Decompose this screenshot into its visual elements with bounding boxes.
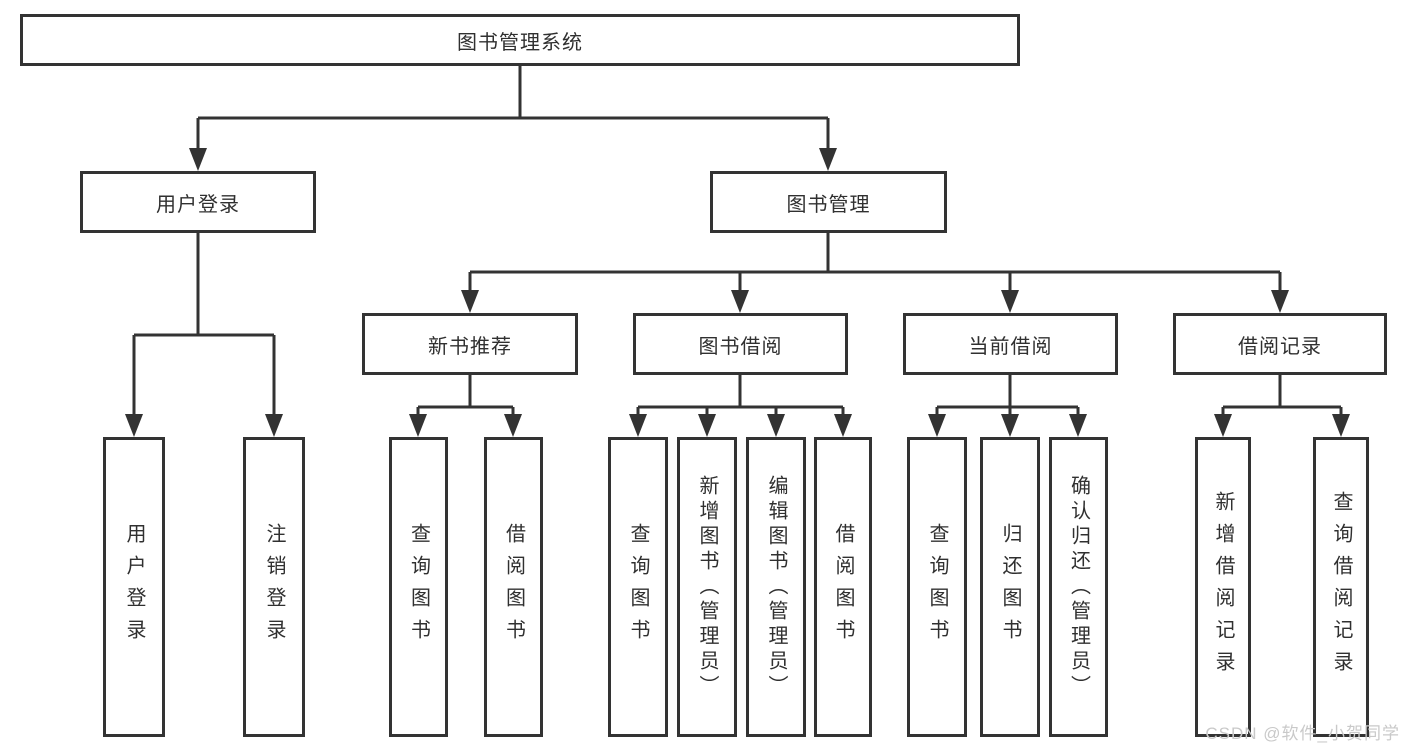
node-borrow-books-2: 借阅图书 xyxy=(814,437,872,737)
connector-user-login xyxy=(125,233,283,437)
watermark-text: CSDN @软件_小贺同学 xyxy=(1205,724,1400,743)
arrowhead-icon xyxy=(461,290,479,313)
connector-book-management xyxy=(461,233,1289,313)
arrowhead-icon xyxy=(629,414,647,437)
node-label: 查询图书 xyxy=(926,523,948,651)
node-label: 查询图书 xyxy=(627,523,649,651)
node-label: 当前借阅 xyxy=(968,335,1053,358)
arrowhead-icon xyxy=(819,148,837,171)
arrowhead-icon xyxy=(834,414,852,437)
arrowhead-icon xyxy=(265,414,283,437)
connector-root xyxy=(189,66,837,171)
node-label: 查询图书 xyxy=(407,523,430,651)
node-label: 借阅记录 xyxy=(1238,335,1322,358)
node-confirm-return-admin: 确认归还（管理员） xyxy=(1049,437,1108,737)
connector-new-book-recommend xyxy=(409,375,522,437)
node-label: 用户登录 xyxy=(123,523,145,651)
node-user-login: 用户登录 xyxy=(80,171,316,233)
node-query-books-2: 查询图书 xyxy=(608,437,668,737)
node-label: 查询借阅记录 xyxy=(1330,491,1352,683)
node-user-login-leaf: 用户登录 xyxy=(103,437,165,737)
node-borrow-books-1: 借阅图书 xyxy=(484,437,543,737)
node-label: 图书管理 xyxy=(786,193,871,216)
arrowhead-icon xyxy=(1332,414,1350,437)
connector-borrow-records xyxy=(1214,375,1350,437)
arrowhead-icon xyxy=(504,414,522,437)
node-new-book-recommend: 新书推荐 xyxy=(362,313,578,375)
node-edit-books-admin: 编辑图书（管理员） xyxy=(746,437,806,737)
connector-book-borrow xyxy=(629,375,852,437)
arrowhead-icon xyxy=(1214,414,1232,437)
arrowhead-icon xyxy=(1001,414,1019,437)
node-borrow-records: 借阅记录 xyxy=(1173,313,1387,375)
node-book-management: 图书管理 xyxy=(710,171,947,233)
node-root: 图书管理系统 xyxy=(20,14,1020,66)
node-label: 编辑图书（管理员） xyxy=(765,474,787,700)
arrowhead-icon xyxy=(409,414,427,437)
node-add-borrow-record: 新增借阅记录 xyxy=(1195,437,1251,737)
node-label: 归还图书 xyxy=(999,523,1021,651)
arrowhead-icon xyxy=(125,414,143,437)
arrowhead-icon xyxy=(928,414,946,437)
node-label: 确认归还（管理员） xyxy=(1067,474,1090,700)
node-query-books-3: 查询图书 xyxy=(907,437,967,737)
arrowhead-icon xyxy=(1069,414,1087,437)
node-label: 图书借阅 xyxy=(698,335,783,358)
node-add-books-admin: 新增图书（管理员） xyxy=(677,437,737,737)
node-book-borrow: 图书借阅 xyxy=(633,313,848,375)
node-label: 新增借阅记录 xyxy=(1212,491,1234,683)
node-label: 注销登录 xyxy=(263,523,285,651)
arrowhead-icon xyxy=(731,290,749,313)
node-label: 新增图书（管理员） xyxy=(696,474,718,700)
node-return-books: 归还图书 xyxy=(980,437,1040,737)
node-label: 用户登录 xyxy=(156,193,240,216)
arrowhead-icon xyxy=(698,414,716,437)
arrowhead-icon xyxy=(189,148,207,171)
node-label: 借阅图书 xyxy=(502,523,525,651)
node-label: 新书推荐 xyxy=(428,335,512,358)
node-current-borrow: 当前借阅 xyxy=(903,313,1118,375)
arrowhead-icon xyxy=(1271,290,1289,313)
arrowhead-icon xyxy=(767,414,785,437)
node-label: 图书管理系统 xyxy=(457,31,583,54)
node-query-borrow-record: 查询借阅记录 xyxy=(1313,437,1369,737)
arrowhead-icon xyxy=(1001,290,1019,313)
node-label: 借阅图书 xyxy=(832,523,854,651)
connector-current-borrow xyxy=(928,375,1087,437)
node-query-books-1: 查询图书 xyxy=(389,437,448,737)
node-logout: 注销登录 xyxy=(243,437,305,737)
